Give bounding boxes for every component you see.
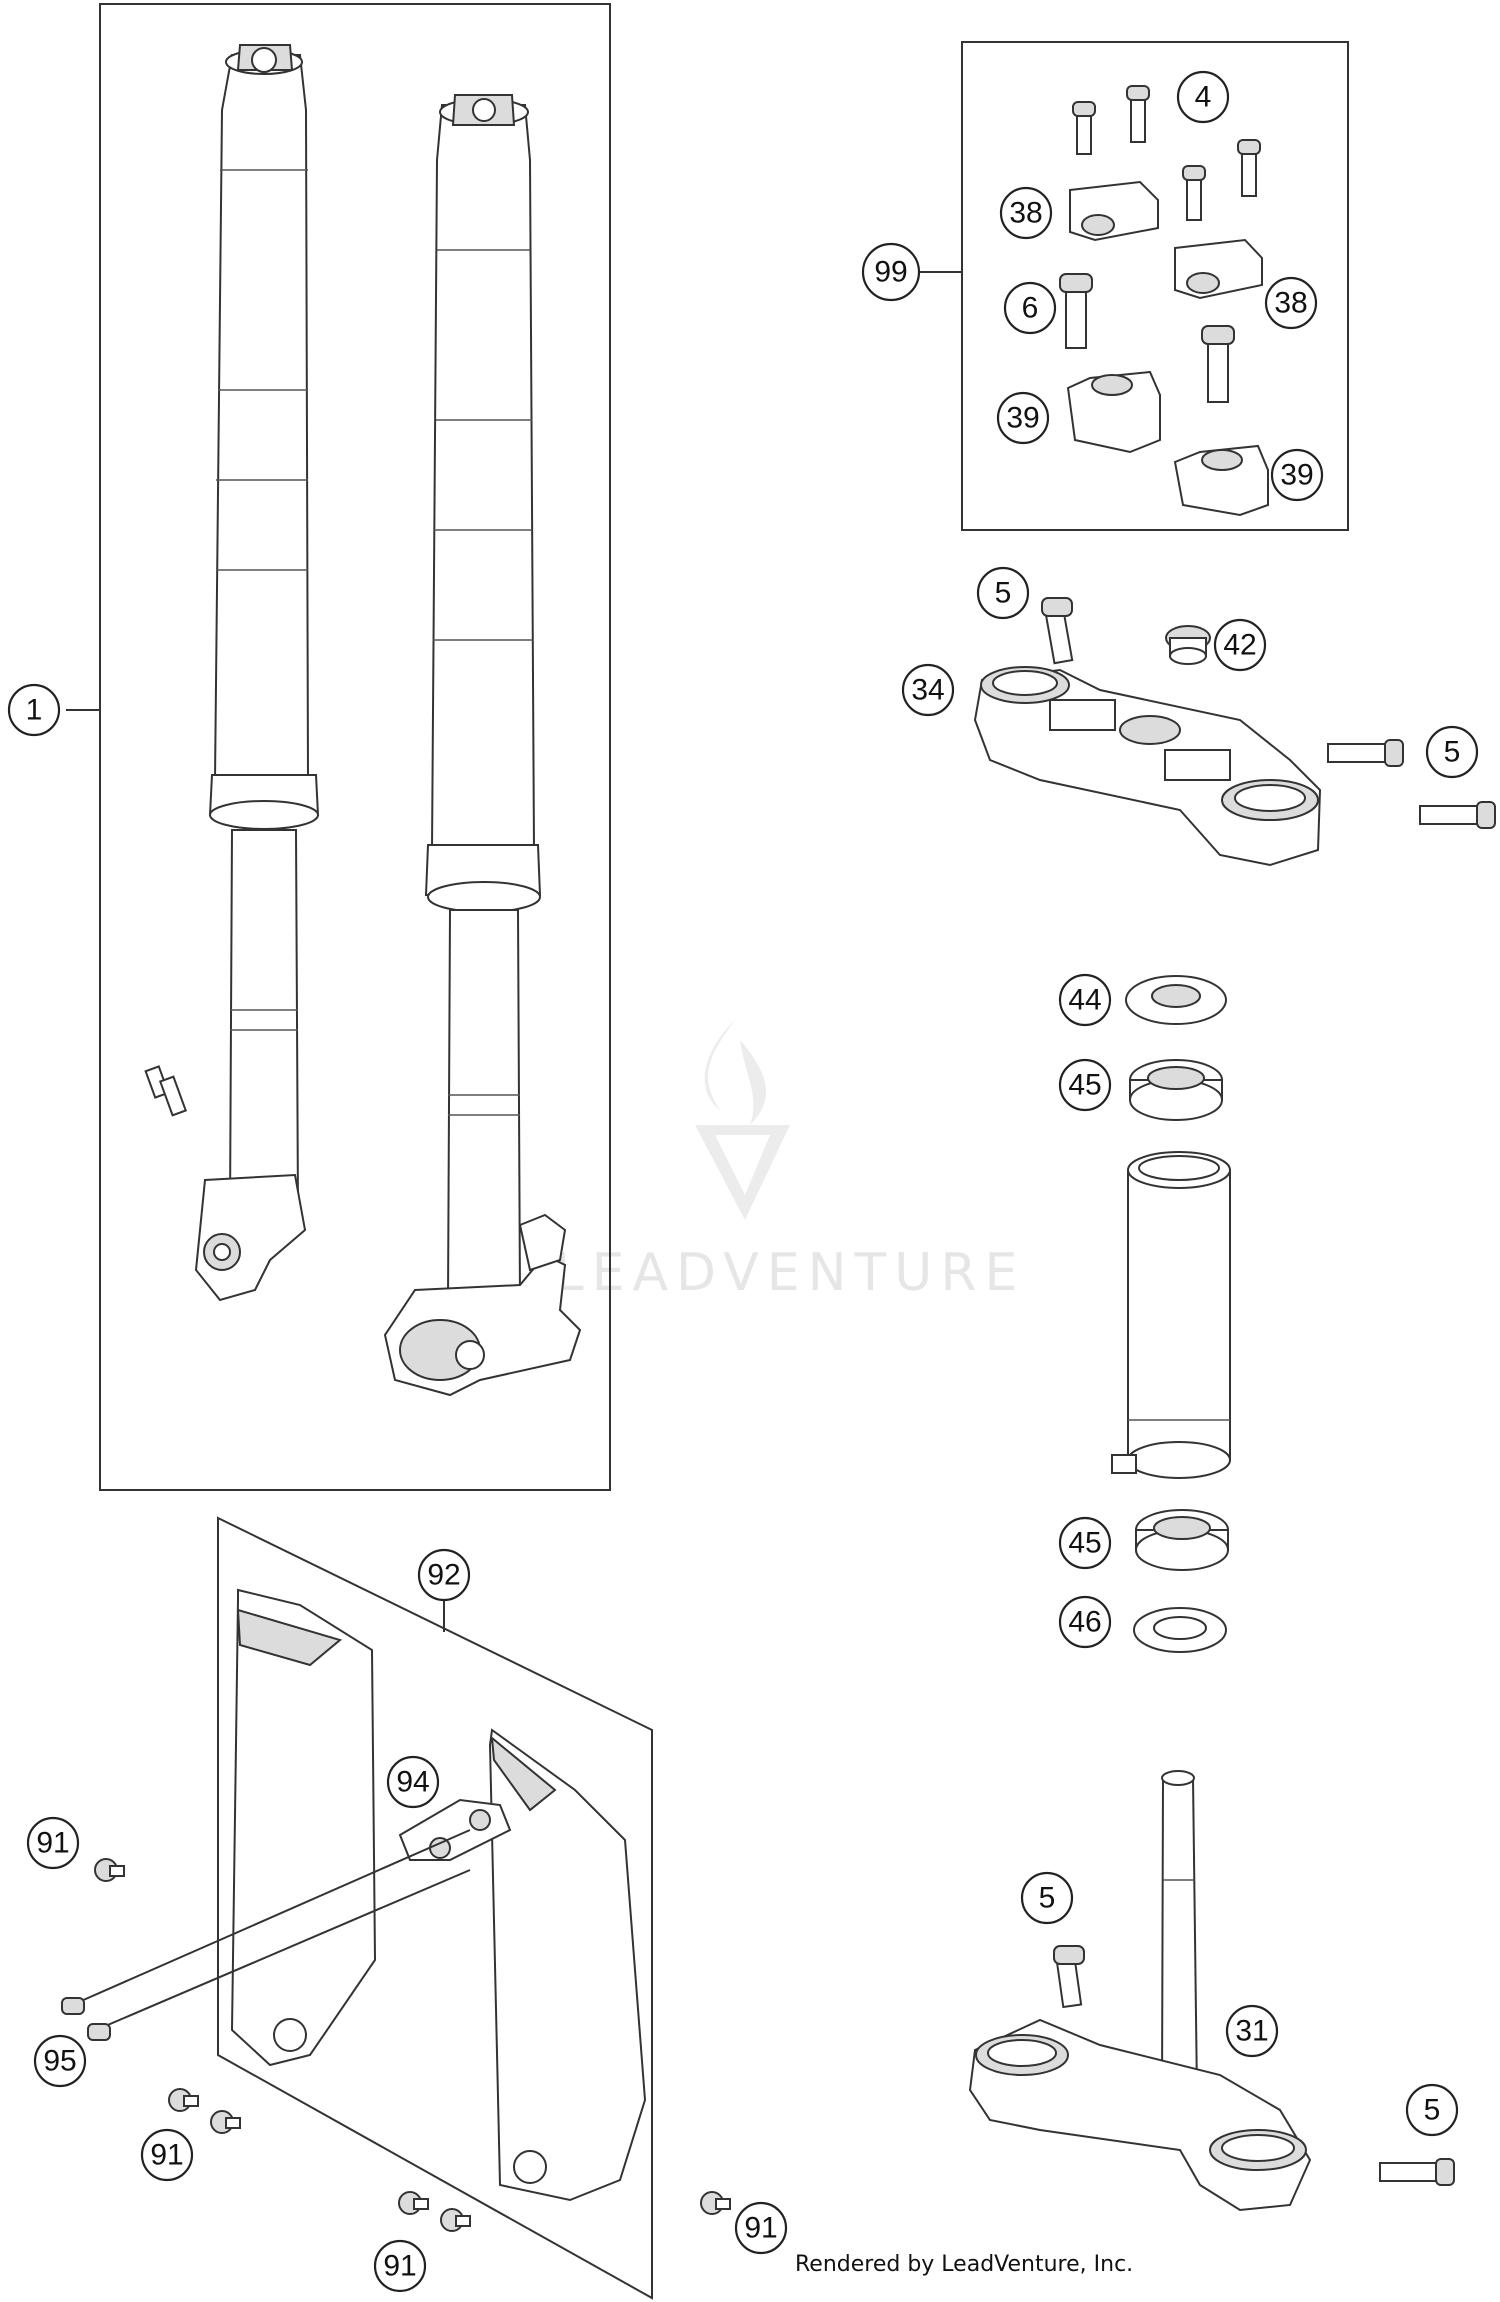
bolt-5a [1041,597,1074,665]
callout-46[interactable]: 46 [1058,1595,1112,1649]
svg-text:91: 91 [744,2212,777,2245]
bearing-45b [1135,1509,1229,1571]
svg-text:92: 92 [427,1559,460,1592]
callout-1[interactable]: 1 [7,683,61,737]
callout-39[interactable]: 39 [996,391,1050,445]
callout-91-second[interactable]: 91 [140,2128,194,2182]
bolt-5d [1379,2158,1455,2186]
bolt-5b [1327,739,1496,829]
svg-text:91: 91 [36,1827,69,1860]
fork-leg-right [383,94,582,1397]
callout-99[interactable]: 99 [861,242,921,302]
steering-tube [1111,1151,1231,1479]
callout-5-third[interactable]: 5 [1020,1871,1074,1925]
callout-6[interactable]: 6 [1003,281,1057,335]
fork-guard-panel-frame [217,1516,653,2300]
upper-clamp-38a [1069,180,1159,242]
guard-bracket-94 [398,1798,512,1861]
bolt-5c [1053,1945,1085,2009]
svg-text:5: 5 [995,577,1012,610]
svg-text:5: 5 [1444,736,1461,769]
callout-4[interactable]: 4 [1176,70,1230,124]
callout-42[interactable]: 42 [1213,618,1267,672]
callout-94[interactable]: 94 [386,1755,440,1809]
callout-34[interactable]: 34 [901,663,955,717]
upper-clamp-38b [1174,238,1263,300]
callout-38-second[interactable]: 38 [1264,276,1318,330]
svg-text:44: 44 [1068,984,1101,1017]
svg-text:38: 38 [1274,287,1307,320]
seal-46 [1133,1607,1227,1653]
callout-44[interactable]: 44 [1058,973,1112,1027]
lower-triple-clamp-31 [968,1770,1312,2212]
long-bolts-95 [61,1829,471,2041]
leadventure-watermark-logo: LEADVENTURE [555,1020,1026,1303]
svg-text:34: 34 [911,674,944,707]
svg-text:94: 94 [396,1766,429,1799]
svg-text:38: 38 [1009,197,1042,230]
svg-text:5: 5 [1424,2094,1441,2127]
callout-5-fourth[interactable]: 5 [1405,2083,1459,2137]
callout-39-second[interactable]: 39 [1270,448,1324,502]
lower-clamp-39a [1066,370,1161,454]
bearing-45a [1129,1059,1223,1121]
callout-91-fourth[interactable]: 91 [734,2201,788,2255]
upper-triple-clamp-34 [973,666,1322,867]
callout-95[interactable]: 95 [33,2034,87,2088]
seal-44 [1125,975,1227,1025]
callout-91-third[interactable]: 91 [373,2239,427,2293]
svg-text:95: 95 [43,2045,76,2078]
fork-assembly-frame [99,3,611,1491]
render-credit: Rendered by LeadVenture, Inc. [795,2252,1134,2277]
svg-text:91: 91 [150,2139,183,2172]
svg-text:6: 6 [1022,292,1039,325]
svg-text:91: 91 [383,2250,416,2283]
callout-5[interactable]: 5 [976,566,1030,620]
svg-text:45: 45 [1068,1527,1101,1560]
callout-92[interactable]: 92 [417,1548,471,1602]
nut-42 [1165,625,1211,665]
fork-guard-right [488,1728,647,2202]
clamp-bolts-4 [1072,85,1261,221]
callout-31[interactable]: 31 [1225,2004,1279,2058]
svg-text:4: 4 [1195,81,1212,114]
svg-text:42: 42 [1223,629,1256,662]
svg-text:1: 1 [26,694,43,727]
callout-45[interactable]: 45 [1058,1058,1112,1112]
callout-45-second[interactable]: 45 [1058,1516,1112,1570]
callout-91[interactable]: 91 [26,1816,80,1870]
svg-text:39: 39 [1280,459,1313,492]
fork-leg-left [144,44,320,1302]
svg-text:5: 5 [1039,1882,1056,1915]
watermark-text: LEADVENTURE [555,1243,1026,1303]
handlebar-clamp-kit-frame [961,41,1349,531]
svg-text:46: 46 [1068,1606,1101,1639]
screws-91 [94,1858,731,2232]
svg-text:99: 99 [874,256,907,289]
svg-text:39: 39 [1006,402,1039,435]
fork-guard-left [230,1588,377,2067]
lower-clamp-39b [1173,444,1269,517]
callout-5-second[interactable]: 5 [1425,725,1479,779]
svg-text:45: 45 [1068,1069,1101,1102]
callout-38[interactable]: 38 [999,186,1053,240]
svg-text:31: 31 [1235,2015,1268,2048]
clamp-bolt-6 [1059,273,1235,403]
